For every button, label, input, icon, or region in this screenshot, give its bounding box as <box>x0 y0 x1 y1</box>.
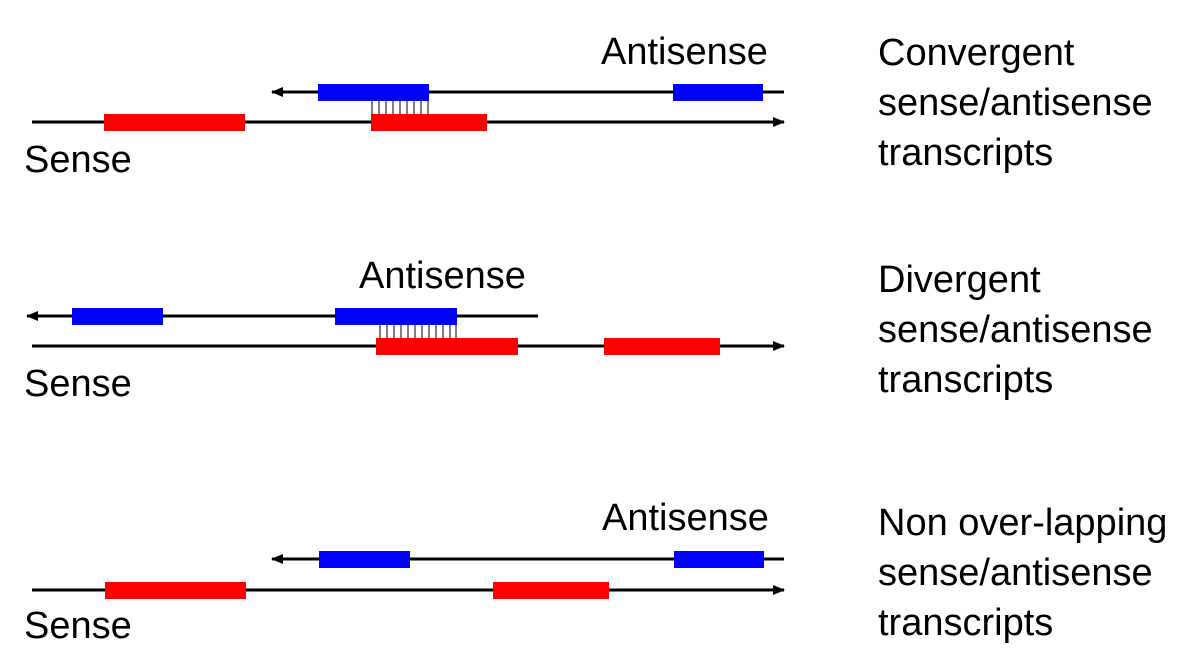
panel-convergent: Antisense Sense <box>24 31 785 181</box>
sense-exon <box>371 114 487 131</box>
antisense-exon <box>673 84 763 101</box>
description-line: transcripts <box>878 359 1054 401</box>
description-line: transcripts <box>878 602 1054 644</box>
antisense-exon <box>319 551 410 568</box>
description-line: sense/antisense <box>878 552 1153 594</box>
description-line: transcripts <box>878 132 1054 174</box>
description-divergent: Divergent sense/antisense transcripts <box>878 255 1198 405</box>
base-pairing <box>371 101 429 114</box>
antisense-exon <box>335 308 457 325</box>
antisense-label: Antisense <box>602 497 769 539</box>
antisense-exon <box>72 308 163 325</box>
panel-non-overlapping: Antisense Sense <box>24 497 785 647</box>
description-line: sense/antisense <box>878 82 1153 124</box>
antisense-exon <box>674 551 764 568</box>
antisense-label: Antisense <box>359 255 526 297</box>
sense-label: Sense <box>24 363 132 405</box>
antisense-label: Antisense <box>601 31 768 73</box>
description-line: sense/antisense <box>878 309 1153 351</box>
base-pairing <box>379 325 457 338</box>
description-line: Divergent <box>878 259 1041 301</box>
description-non-overlapping: Non over-lapping sense/antisense transcr… <box>878 498 1198 648</box>
description-convergent: Convergent sense/antisense transcripts <box>878 28 1198 178</box>
sense-exon <box>376 338 518 355</box>
sense-label: Sense <box>24 139 132 181</box>
panel-divergent: Antisense Sense <box>24 255 785 405</box>
description-line: Non over-lapping <box>878 502 1168 544</box>
sense-exon <box>493 582 609 599</box>
description-line: Convergent <box>878 32 1075 74</box>
sense-exon <box>105 582 246 599</box>
sense-label: Sense <box>24 605 132 647</box>
antisense-exon <box>318 84 429 101</box>
sense-exon <box>604 338 720 355</box>
sense-exon <box>104 114 245 131</box>
